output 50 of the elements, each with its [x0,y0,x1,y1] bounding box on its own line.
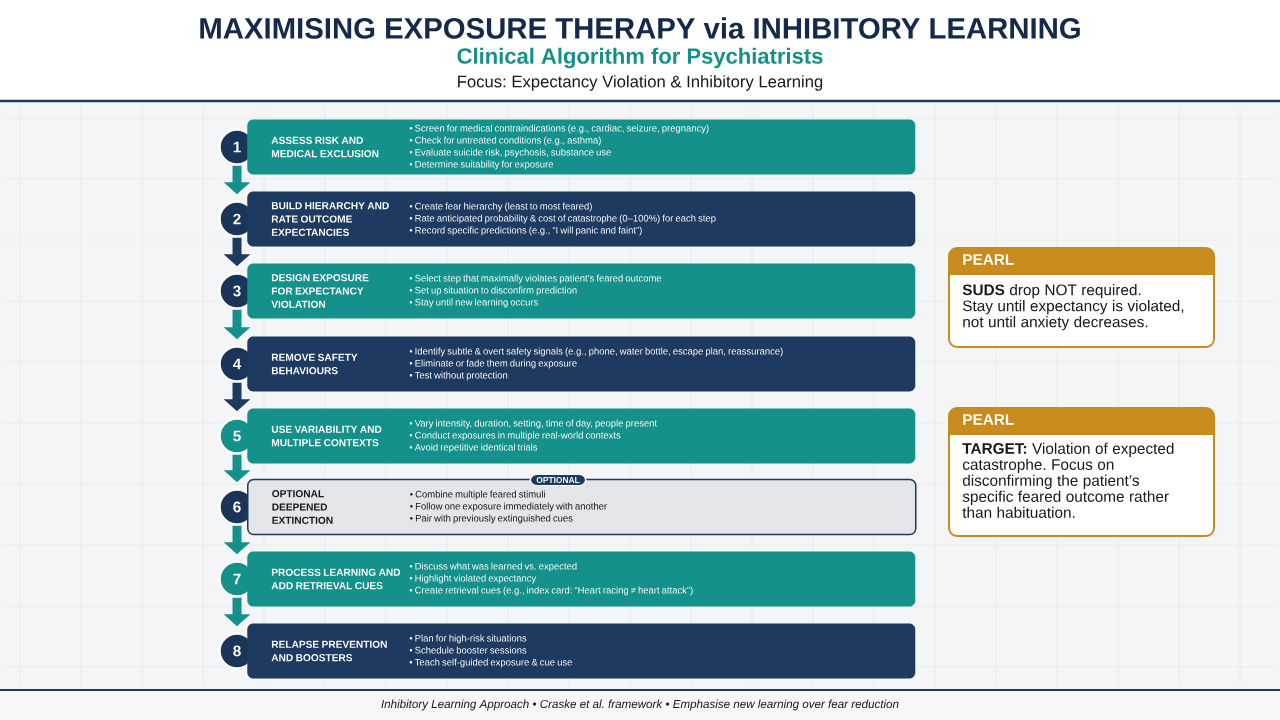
bullet-item: • Conduct exposures in multiple real-world contexts [409,431,621,441]
bullet-item: • Create fear hierarchy (least to most feared) [409,202,592,212]
footer-note: Inhibitory Learning Approach • Craske et al. framework • Emphasise new learning over fear reduction [381,699,899,711]
step-heading: DESIGN EXPOSURE FOR EXPECTANCY VIOLATION [271,274,369,308]
bullet-item: • Vary intensity, duration, setting, time of day, people present [409,419,657,429]
bullet-item: • Create retrieval cues (e.g., index card: “Heart racing ≠ heart attack”) [409,586,693,596]
step-heading: REMOVE SAFETY BEHAVIOURS [271,353,358,375]
step-heading: BUILD HIERARCHY AND RATE OUTCOME EXPECTANCIES [271,202,389,236]
pearl-heading: PEARL [963,254,1014,265]
pearl-box [948,407,1215,537]
step-box [247,336,916,392]
bullet-item: • Record specific predictions (e.g., “I will panic and faint”) [409,226,642,236]
step-box [247,623,916,679]
badge: OPTIONAL [529,474,587,486]
bullet-item: • Evaluate suicide risk, psychosis, substance use [409,148,611,158]
bullet-item: • Screen for medical contraindications (e.g., cardiac, seizure, pregnancy) [409,124,709,134]
pearl-box [948,247,1215,348]
step-box [247,263,916,319]
bullet-item: • Stay until new learning occurs [409,298,538,308]
pearl-text: TARGET: Violation of expected catastrophe. Focus on disconfirming the patient’s specific feared outcome rather than habituation. [962,442,1174,518]
pearl-text: SUDS drop NOT required. [962,284,1141,299]
pearl-text: Stay until expectancy is violated, not until anxiety decreases. [962,300,1184,331]
bullet-item: • Set up situation to disconfirm prediction [409,286,577,296]
title: MAXIMISING EXPOSURE THERAPY via INHIBITORY LEARNING [200,17,1080,39]
bullet-item: • Discuss what was learned vs. expected [409,562,577,572]
bullet-item: • Select step that maximally violates patient’s feared outcome [409,274,662,284]
step-heading: OPTIONAL DEEPENED EXTINCTION [272,490,333,524]
step-heading: USE VARIABILITY AND MULTIPLE CONTEXTS [271,425,382,447]
step-box [247,119,916,175]
bullet-item: • Teach self-guided exposure & cue use [409,658,572,668]
bullet-item: • Check for untreated conditions (e.g., asthma) [409,136,601,146]
bullet-item: • Highlight violated expectancy [409,574,537,584]
bullet-item: • Test without protection [409,371,508,381]
bullet-item: • Avoid repetitive identical trials [409,443,538,453]
pearl-heading: PEARL [963,414,1014,425]
bullet-item: • Identify subtle & overt safety signals (e.g., phone, water bottle, escape plan, reassurance) [409,347,783,357]
bullet-item: • Rate anticipated probability & cost of catastrophe (0–100%) for each step [409,214,716,224]
tagline: Focus: Expectancy Violation & Inhibitory Learning [458,75,823,91]
bullet-item: • Follow one exposure immediately with another [410,502,607,512]
bullet-item: • Pair with previously extinguished cues [410,514,573,524]
bullet-item: • Determine suitability for exposure [409,160,554,170]
bullet-item: • Schedule booster sessions [409,646,527,654]
step-heading: PROCESS LEARNING AND ADD RETRIEVAL CUES [271,568,401,590]
step-box [247,191,916,247]
subtitle: Clinical Algorithm for Psychiatrists [457,47,823,69]
bullet-item: • Plan for high-risk situations [409,634,527,644]
step-heading: ASSESS RISK AND MEDICAL EXCLUSION [271,136,379,158]
step-heading: RELAPSE PREVENTION AND BOOSTERS [271,640,387,662]
bullet-item: • Eliminate or fade them during exposure [409,359,577,369]
bullet-item: • Combine multiple feared stimuli [410,490,545,500]
